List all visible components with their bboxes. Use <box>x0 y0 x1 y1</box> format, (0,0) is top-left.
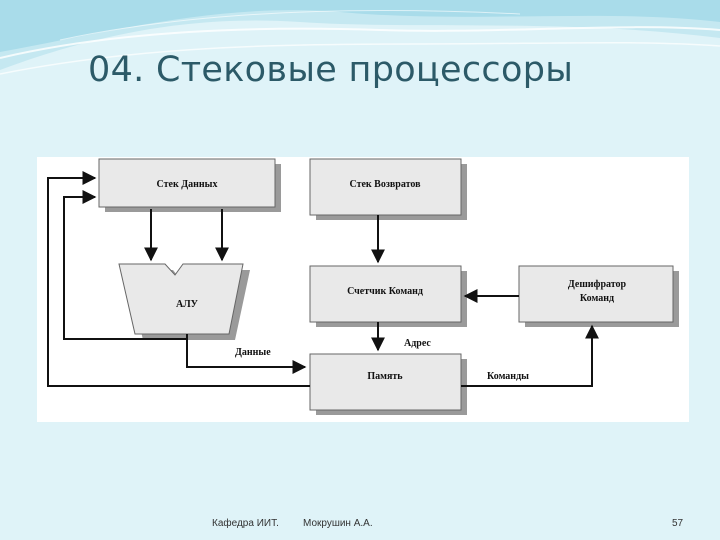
connection-lines <box>47 171 599 387</box>
alu-label: АЛУ <box>176 299 199 310</box>
memory-to-data-stack-arrow <box>47 171 310 387</box>
alu-block: АЛУ <box>118 263 250 340</box>
data-label: Данные <box>235 347 271 358</box>
footer-page-number: 57 <box>672 518 684 529</box>
return-stack-block: Стек Возвратов <box>309 158 467 220</box>
commands-label: Команды <box>487 371 529 382</box>
alu-to-memory-data-arrow <box>186 339 307 374</box>
data-stack-label: Стек Данных <box>157 179 218 190</box>
slide-title: 04. Стековые процессоры <box>88 50 574 90</box>
program-counter-block: Счетчик Команд <box>309 265 467 327</box>
memory-label: Память <box>367 371 403 382</box>
diagram-canvas: Стек Данных Стек Возвратов АЛУ Счетчик К… <box>47 158 679 415</box>
decorative-waves <box>0 0 720 75</box>
data-stack-block: Стек Данных <box>98 158 281 212</box>
memory-to-decoder-commands-arrow <box>461 324 599 387</box>
memory-block: Память <box>309 353 467 415</box>
decoder-label-line1: Дешифратор <box>568 279 627 290</box>
return-stack-label: Стек Возвратов <box>349 179 421 190</box>
stack-processor-diagram: Стек Данных Стек Возвратов АЛУ Счетчик К… <box>37 157 689 422</box>
alu-feedback-outer-arrow <box>63 190 188 340</box>
footer-department: Кафедра ИИТ. <box>212 518 279 529</box>
address-label: Адрес <box>404 338 431 349</box>
program-counter-label: Счетчик Команд <box>347 286 423 297</box>
decoder-label-line2: Команд <box>580 293 614 304</box>
footer-author: Мокрушин А.А. <box>303 518 373 529</box>
instruction-decoder-block: Дешифратор Команд <box>518 265 679 327</box>
